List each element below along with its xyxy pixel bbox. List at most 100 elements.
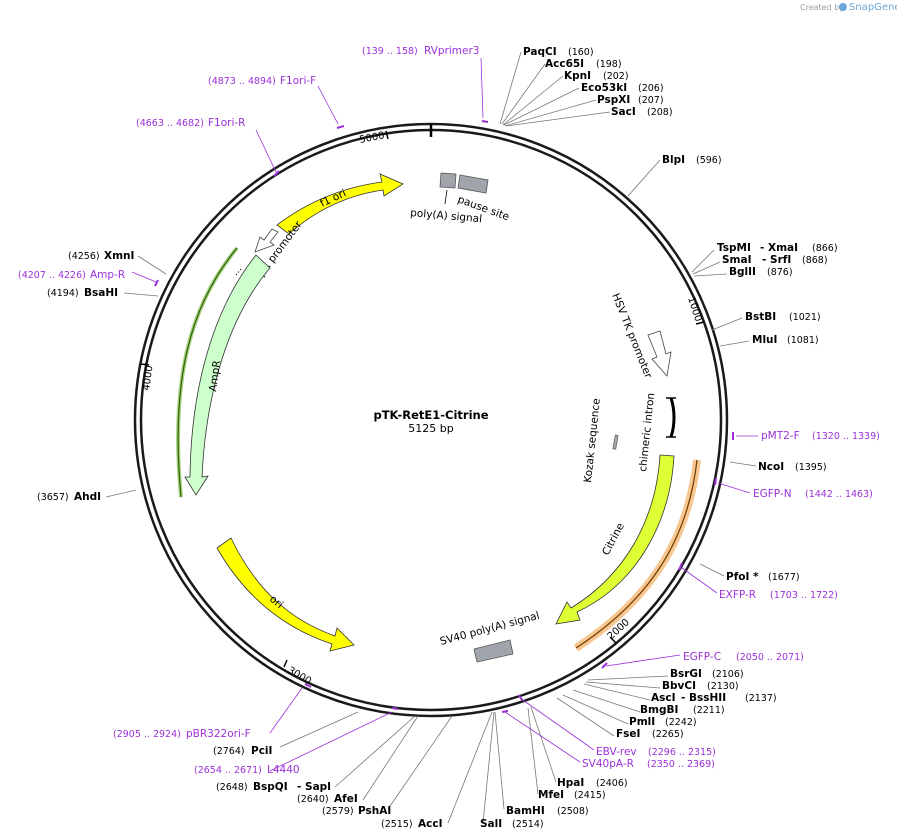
primer-mark-l4440 bbox=[391, 707, 399, 710]
site-name[interactable]: KpnI bbox=[564, 70, 591, 82]
site-pos: (2514) bbox=[512, 819, 544, 830]
tick-mark bbox=[695, 321, 705, 325]
primer-pos: (4663 .. 4682) bbox=[136, 118, 204, 129]
watermark-prefix: Created by bbox=[800, 3, 844, 12]
primer-name[interactable]: EGFP-N bbox=[753, 488, 792, 500]
primer-name[interactable]: SV40pA-R bbox=[582, 758, 634, 770]
site-name[interactable]: - SapI bbox=[297, 781, 331, 793]
primer-name[interactable]: EGFP-C bbox=[683, 651, 721, 663]
tick-mark bbox=[609, 636, 617, 644]
primer-name[interactable]: Amp-R bbox=[90, 269, 125, 281]
primer-name[interactable]: RVprimer3 bbox=[424, 45, 480, 57]
site-pos: (2106) bbox=[712, 669, 744, 680]
site-pos: (2130) bbox=[707, 681, 739, 692]
site-name[interactable]: HpaI bbox=[557, 777, 584, 789]
site-name[interactable]: Acc65I bbox=[545, 58, 584, 70]
site-name[interactable]: XmnI bbox=[104, 250, 134, 262]
site-pos: (2265) bbox=[652, 729, 684, 740]
site-pos: (4194) bbox=[47, 288, 79, 299]
site-pos: (2415) bbox=[574, 790, 606, 801]
site-name[interactable]: AhdI bbox=[74, 491, 101, 503]
primer-name[interactable]: EXFP-R bbox=[719, 589, 756, 601]
site-name[interactable]: - XmaI bbox=[760, 242, 798, 254]
feature-sv40-polya[interactable] bbox=[473, 639, 514, 663]
site-name[interactable]: Eco53kI bbox=[581, 82, 627, 94]
site-name[interactable]: - SrfI bbox=[762, 254, 791, 266]
feature-pause-site[interactable] bbox=[457, 174, 489, 194]
site-name[interactable]: BsaHI bbox=[84, 287, 118, 299]
site-name[interactable]: BspQI bbox=[253, 781, 288, 793]
site-name[interactable]: PaqCI bbox=[523, 46, 557, 58]
feature-label-kozak-sequence: Kozak sequence bbox=[582, 398, 603, 484]
feature-kozak-sequence[interactable] bbox=[612, 434, 619, 450]
feature-citrine[interactable] bbox=[555, 454, 675, 625]
site-name[interactable]: MluI bbox=[752, 334, 777, 346]
primer-name[interactable]: F1ori-R bbox=[208, 117, 245, 129]
tick-label-5000: 5000 bbox=[358, 130, 385, 146]
site-name[interactable]: SmaI bbox=[722, 254, 752, 266]
feature-label-ampr: AmpR bbox=[207, 360, 223, 393]
feature-hsv-tk-promoter[interactable] bbox=[647, 330, 672, 377]
site-name[interactable]: NcoI bbox=[758, 461, 784, 473]
feature-polya-signal[interactable] bbox=[439, 172, 457, 189]
primer-pos: (2350 .. 2369) bbox=[647, 759, 715, 770]
site-name[interactable]: PshAI bbox=[358, 805, 391, 817]
site-name[interactable]: PspXI bbox=[597, 94, 630, 106]
snapgene-logo-icon bbox=[839, 3, 847, 11]
site-name[interactable]: MfeI bbox=[538, 789, 564, 801]
site-name[interactable]: SacI bbox=[611, 106, 636, 118]
primer-pos: (4873 .. 4894) bbox=[208, 76, 276, 87]
primer-mark-egfp-c bbox=[601, 662, 608, 669]
tick-mark bbox=[385, 130, 389, 140]
primer-mark-exfp-r bbox=[678, 562, 683, 571]
site-name[interactable]: - BssHII bbox=[681, 692, 726, 704]
site-name[interactable]: BstBI bbox=[745, 311, 776, 323]
primer-name[interactable]: F1ori-F bbox=[280, 75, 316, 87]
primer-name[interactable]: EBV-rev bbox=[596, 746, 637, 758]
feature-label-chimeric-intron: chimeric intron bbox=[637, 392, 657, 472]
site-pos: (202) bbox=[603, 71, 629, 82]
site-name[interactable]: TspMI bbox=[717, 242, 751, 254]
site-name[interactable]: BglII bbox=[729, 266, 756, 278]
primer-name[interactable]: pBR322ori-F bbox=[186, 728, 251, 740]
tick-mark bbox=[283, 659, 288, 668]
watermark-brand[interactable]: SnapGene bbox=[849, 2, 897, 13]
site-pos: (1021) bbox=[789, 312, 821, 323]
site-name[interactable]: PfoI * bbox=[726, 571, 759, 583]
feature-ampr[interactable] bbox=[184, 254, 271, 496]
site-name[interactable]: BsrGI bbox=[670, 668, 702, 680]
feature-chimeric-intron[interactable] bbox=[669, 397, 676, 438]
site-name[interactable]: FseI bbox=[616, 728, 640, 740]
primer-mark-sv40pa-r bbox=[501, 710, 509, 713]
primer-name[interactable]: pMT2-F bbox=[761, 430, 800, 442]
site-name[interactable]: BamHI bbox=[506, 805, 545, 817]
site-pos: (2764) bbox=[213, 746, 245, 757]
feature-ori[interactable] bbox=[216, 537, 355, 652]
site-name[interactable]: BmgBI bbox=[640, 704, 678, 716]
site-name[interactable]: PmlI bbox=[629, 716, 655, 728]
site-name[interactable]: BlpI bbox=[662, 154, 685, 166]
ampr-highlight-line bbox=[177, 247, 238, 498]
site-pos: (2508) bbox=[557, 806, 589, 817]
primer-mark-rvprimer3 bbox=[481, 120, 489, 123]
site-pos: (1081) bbox=[787, 335, 819, 346]
site-pos: (206) bbox=[638, 83, 664, 94]
feature-f1-ori[interactable] bbox=[276, 173, 404, 235]
site-name[interactable]: PciI bbox=[251, 745, 272, 757]
primer-leaders bbox=[131, 57, 758, 772]
feature-label-sv40-polya: SV40 poly(A) signal bbox=[439, 610, 541, 648]
site-pos: (198) bbox=[596, 59, 622, 70]
feature-ampr-promoter[interactable] bbox=[254, 228, 279, 253]
primer-pos: (2050 .. 2071) bbox=[736, 652, 804, 663]
site-pos: (2137) bbox=[745, 693, 777, 704]
site-name[interactable]: AscI bbox=[651, 692, 676, 704]
site-name[interactable]: BbvCI bbox=[662, 680, 696, 692]
site-name[interactable]: AccI bbox=[418, 818, 442, 830]
plasmid-name: pTK-RetE1-Citrine bbox=[373, 408, 488, 422]
site-pos: (2640) bbox=[297, 794, 329, 805]
primer-name[interactable]: L4440 bbox=[267, 764, 300, 776]
site-name[interactable]: SalI bbox=[480, 818, 502, 830]
polya-leader bbox=[444, 189, 448, 205]
site-name[interactable]: AfeI bbox=[334, 793, 358, 805]
